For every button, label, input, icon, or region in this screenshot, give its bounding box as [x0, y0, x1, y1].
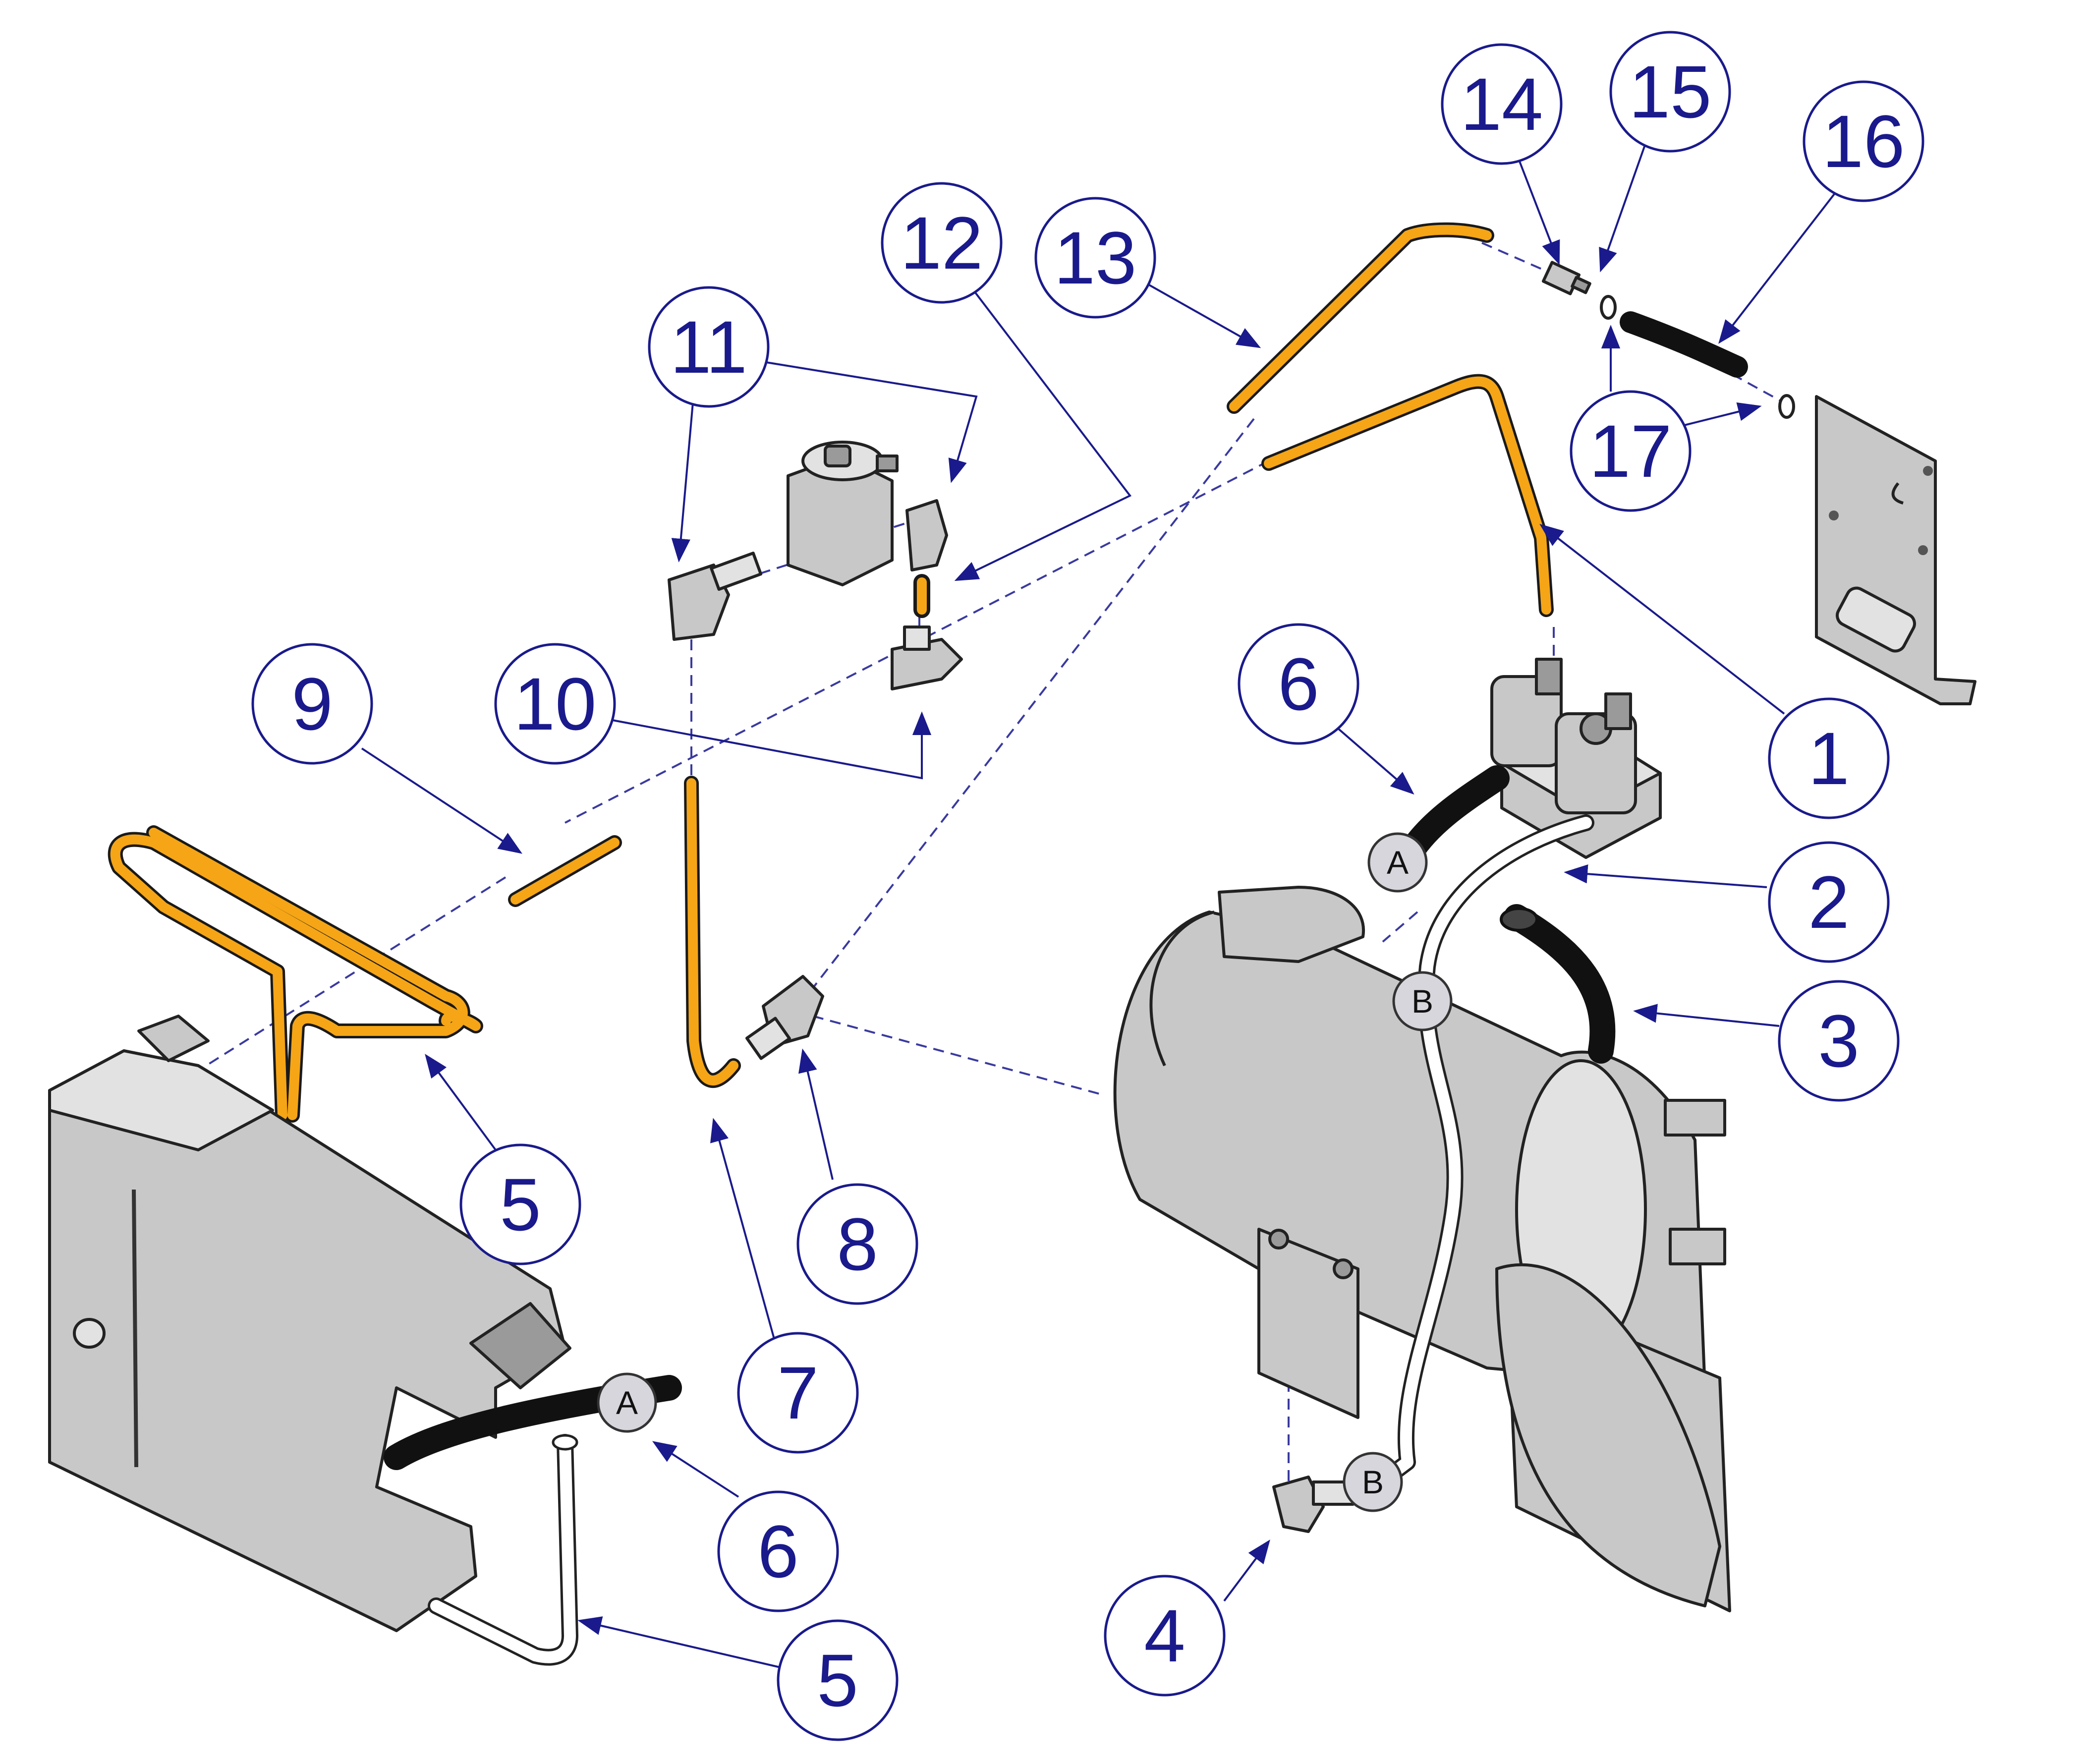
connector-b-top: B: [1392, 971, 1453, 1031]
orange-tube-1: [1261, 374, 1554, 617]
callout-11-label: 11: [670, 305, 747, 389]
callout-14-label: 14: [1461, 62, 1543, 146]
clamp-17-bottom: [1778, 394, 1795, 419]
callout-4: 4: [1104, 1575, 1226, 1697]
callout-6-left: 6: [717, 1490, 839, 1612]
callout-1-label: 1: [1808, 717, 1849, 800]
connector-a-right-label: A: [1387, 844, 1409, 881]
callout-5-upper-label: 5: [500, 1163, 541, 1246]
boiler-tank: [1113, 886, 1731, 1612]
connector-b-bottom-label: B: [1362, 1464, 1384, 1500]
black-hose-16: [1620, 311, 1748, 378]
tee-fitting-10: [891, 626, 963, 690]
elbow-fitting-4: [1272, 1476, 1355, 1533]
solenoid-valve-center: [787, 441, 899, 586]
orange-tube-7: [684, 776, 741, 1088]
connector-b-bottom: B: [1343, 1452, 1403, 1512]
callout-15-label: 15: [1629, 50, 1712, 133]
callout-7-label: 7: [777, 1351, 818, 1434]
callout-3: 3: [1778, 980, 1900, 1102]
white-tube-5-lower: [428, 1434, 578, 1666]
callout-8-label: 8: [837, 1202, 878, 1286]
callout-12: 12: [881, 182, 1003, 304]
leader-lines: [361, 143, 1840, 1671]
mounting-bracket: [1815, 395, 1976, 705]
callout-6-right-label: 6: [1278, 642, 1319, 726]
callout-5-lower: 5: [777, 1619, 899, 1741]
fitting-8: [745, 975, 824, 1060]
callout-6-left-label: 6: [757, 1510, 798, 1593]
orange-tube-9: [508, 835, 622, 907]
elbow-fitting-11-right: [905, 499, 948, 571]
clamp-17-top: [1600, 295, 1617, 320]
black-hose-3: [1500, 904, 1616, 1064]
callout-2: 2: [1768, 841, 1890, 963]
orange-tube-5-loop: [108, 825, 483, 1123]
callout-13-label: 13: [1054, 216, 1137, 299]
callout-16-label: 16: [1822, 100, 1905, 183]
callout-13: 13: [1034, 197, 1156, 319]
double-solenoid-valve: [1490, 658, 1662, 859]
callout-17-label: 17: [1589, 409, 1672, 493]
connector-a-left: A: [597, 1372, 657, 1433]
callout-11: 11: [648, 286, 770, 408]
callout-7: 7: [737, 1332, 859, 1454]
callout-6-right: 6: [1238, 623, 1359, 745]
water-reservoir: [48, 1015, 571, 1632]
callout-10-label: 10: [514, 662, 597, 745]
callout-5-lower-label: 5: [817, 1639, 858, 1722]
fitting-14: [1541, 261, 1591, 295]
callout-9-label: 9: [291, 662, 333, 745]
callout-3-label: 3: [1818, 999, 1859, 1082]
white-tube-2: [1359, 814, 1594, 1500]
callout-2-label: 2: [1808, 860, 1849, 944]
callout-10: 10: [494, 643, 616, 765]
callout-5-upper: 5: [459, 1143, 581, 1265]
connector-b-top-label: B: [1411, 983, 1433, 1020]
callout-14: 14: [1441, 43, 1563, 165]
callout-8: 8: [796, 1183, 918, 1305]
callout-1: 1: [1768, 697, 1890, 819]
callout-4-label: 4: [1144, 1594, 1185, 1677]
elbow-fitting-11-left: [668, 551, 763, 641]
callout-16: 16: [1803, 80, 1924, 202]
orange-tube-13: [1227, 222, 1494, 414]
callout-15: 15: [1609, 31, 1731, 153]
callout-17: 17: [1570, 390, 1692, 512]
connector-a-right: A: [1367, 832, 1428, 893]
callout-9: 9: [251, 643, 373, 765]
callout-12-label: 12: [901, 201, 983, 285]
connector-a-left-label: A: [616, 1384, 638, 1421]
